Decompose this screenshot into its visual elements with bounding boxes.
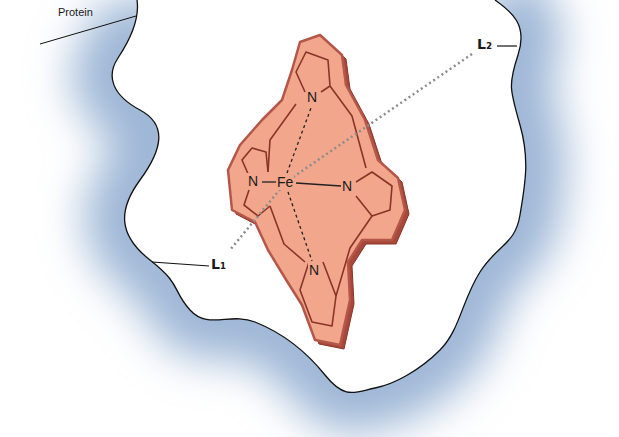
leader-line — [40, 16, 136, 44]
heme-ring — [228, 35, 405, 345]
fe-n-bond — [296, 183, 341, 186]
atom-label: N — [341, 178, 353, 194]
binding-pocket — [112, 0, 526, 392]
atom-label: Fe — [276, 174, 294, 190]
atom-label: N — [308, 262, 320, 278]
ligand-axis — [230, 54, 472, 250]
ligand-label: L₂ — [477, 36, 492, 52]
ligand-bond — [152, 262, 209, 266]
protein-surface — [112, 0, 526, 392]
ligand-label: L₁ — [211, 256, 226, 272]
atom-label: N — [306, 89, 318, 105]
part-label: Protein — [58, 6, 93, 19]
fe-n-bond — [262, 181, 276, 182]
fe-n-bond — [287, 108, 311, 173]
pyrrole-bonds — [242, 52, 392, 326]
ligand-bond — [497, 45, 517, 46]
fe-n-bond — [288, 192, 312, 261]
atom-label: N — [247, 173, 259, 189]
